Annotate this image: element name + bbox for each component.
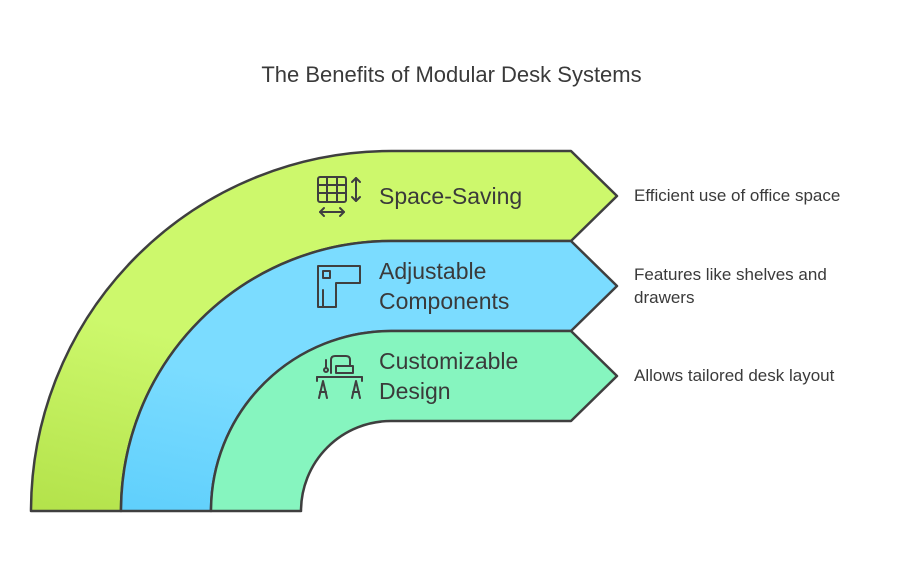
diagram-title: The Benefits of Modular Desk Systems (261, 62, 642, 87)
description-adjustable-components: Features like shelves and drawers (634, 263, 894, 309)
label-line: Customizable (379, 348, 519, 374)
description-line: Efficient use of office space (634, 186, 841, 205)
label-customizable-design: Customizable Design (379, 346, 518, 406)
label-line: Components (379, 288, 510, 314)
band-customizable-design (209, 329, 619, 513)
description-customizable-design: Allows tailored desk layout (634, 364, 894, 387)
label-space-saving: Space-Saving (379, 181, 522, 211)
label-line: Adjustable (379, 258, 487, 284)
description-line: Allows tailored desk layout (634, 366, 835, 385)
label-line: Space-Saving (379, 183, 523, 209)
grid-resize-icon (317, 176, 361, 217)
description-space-saving: Efficient use of office space (634, 184, 894, 207)
label-adjustable-components: Adjustable Components (379, 256, 509, 316)
label-line: Design (379, 378, 451, 404)
description-line: drawers (634, 288, 695, 307)
description-line: Features like shelves and (634, 265, 827, 284)
desk-lamp-icon (316, 355, 363, 399)
l-shaped-desk-icon (317, 265, 361, 308)
